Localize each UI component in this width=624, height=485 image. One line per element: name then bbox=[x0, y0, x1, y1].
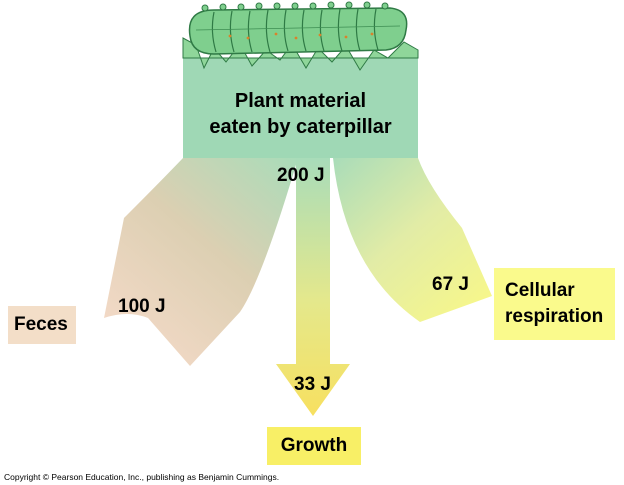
respiration-flow-arrow bbox=[333, 158, 492, 322]
source-label-line2: eaten by caterpillar bbox=[209, 116, 392, 138]
feces-label: Feces bbox=[14, 314, 68, 335]
copyright-notice: Copyright © Pearson Education, Inc., pub… bbox=[4, 472, 280, 482]
feces-box: Feces bbox=[8, 306, 76, 344]
growth-label: Growth bbox=[280, 435, 348, 456]
growth-box: Growth bbox=[267, 427, 361, 465]
respiration-label-line2: respiration bbox=[505, 306, 604, 327]
respiration-label-line1: Cellular bbox=[505, 280, 575, 301]
leaf-edge bbox=[182, 37, 419, 71]
caterpillar-body bbox=[188, 7, 408, 55]
source-energy-label: 200 J bbox=[277, 165, 325, 186]
feces-flow-arrow bbox=[104, 158, 298, 366]
feces-energy-label: 100 J bbox=[118, 296, 166, 317]
respiration-energy-label: 67 J bbox=[432, 274, 469, 295]
source-label: Plant material eaten by caterpillar bbox=[183, 76, 418, 152]
source-label-line1: Plant material bbox=[234, 90, 367, 112]
growth-flow-arrow bbox=[276, 158, 350, 416]
caterpillar-illustration bbox=[188, 1, 408, 55]
growth-energy-label: 33 J bbox=[294, 374, 331, 395]
source-box bbox=[183, 58, 418, 158]
respiration-box: Cellular respiration bbox=[494, 268, 615, 340]
